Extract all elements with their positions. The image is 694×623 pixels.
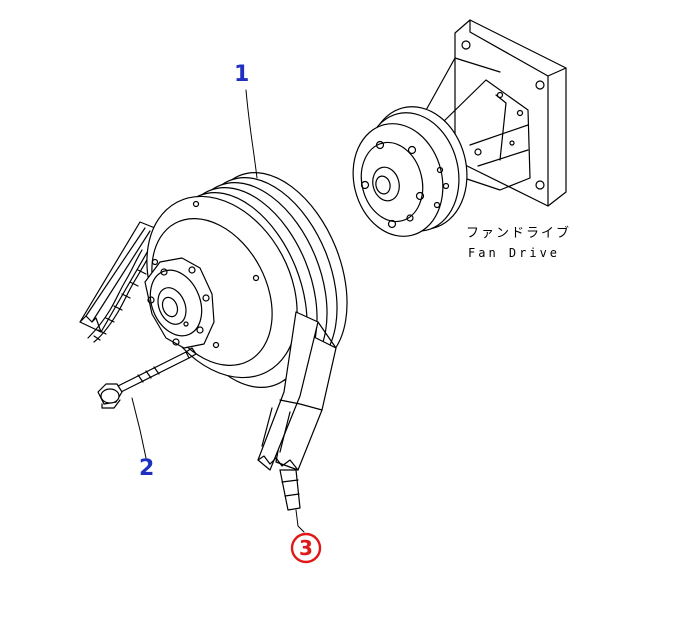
leader-line-2 [131,397,147,459]
callout-3-highlight-circle [290,532,322,564]
fan-drive-label-ja: ファンドライブ [466,226,572,241]
pulley-assembly [79,172,348,511]
fan-drive-label-en: Fan Drive [468,246,561,260]
fan-drive-assembly [352,19,567,237]
bolt [97,347,197,409]
leader-lines [131,89,305,533]
leader-line-3 [295,509,305,533]
callout-1: 1 [234,62,250,87]
callout-3: 3 [299,536,313,560]
callout-2: 2 [139,456,155,481]
leader-line-1 [245,89,258,179]
